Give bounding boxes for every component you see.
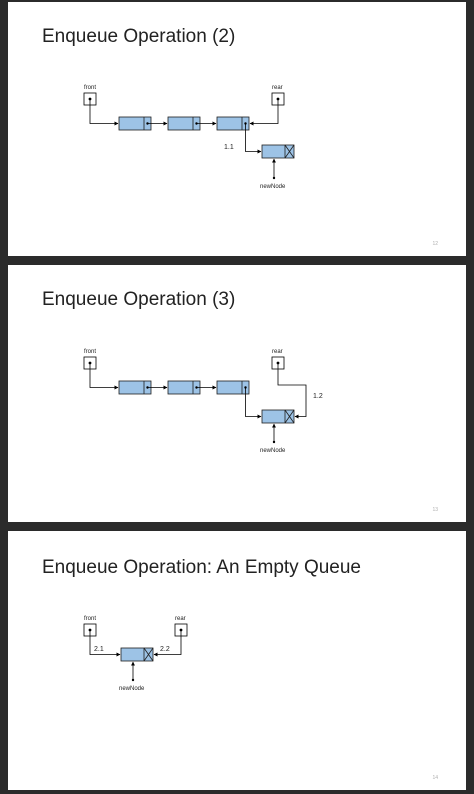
queue-node-2 [167,380,201,395]
new-node [120,647,154,662]
step-label: 1.1 [224,144,234,151]
queue-node-3 [216,380,250,395]
front-arrow [89,363,119,390]
linked-queue-diagram: front rear 1.2 newNode [83,349,323,454]
slide-title: Enqueue Operation (2) [42,26,236,47]
front-arrow [89,630,121,657]
empty-queue-diagram: front rear 2.1 2.2 newNode [83,616,188,692]
new-node-label: newNode [260,448,286,454]
queue-node-1 [118,380,152,395]
linked-queue-diagram: front rear 1.1 newNode [83,85,295,190]
rear-arrow [249,99,279,126]
front-label: front [84,349,96,355]
queue-node-3 [216,116,250,131]
step-arrow [277,363,307,419]
slide-number: 12 [432,241,438,247]
link-arrow [245,387,262,419]
slide-enqueue-empty[interactable]: Enqueue Operation: An Empty Queue front … [8,531,466,790]
queue-node-1 [118,116,152,131]
rear-label: rear [272,349,283,355]
front-arrow [89,99,119,126]
slide-enqueue-2[interactable]: Enqueue Operation (2) front rear 1.1 new… [8,2,466,256]
step-front-label: 2.1 [94,646,104,653]
slide-number: 13 [432,507,438,513]
front-label: front [84,85,96,91]
slide-title: Enqueue Operation (3) [42,289,236,310]
rear-arrow [153,630,182,657]
rear-label: rear [272,85,283,91]
new-node-label: newNode [260,184,286,190]
slide-title: Enqueue Operation: An Empty Queue [42,557,361,578]
step-label: 1.2 [313,393,323,400]
new-node [261,144,295,159]
front-label: front [84,616,96,622]
new-node-label: newNode [119,686,145,692]
step-arrow [245,123,262,154]
rear-label: rear [175,616,186,622]
queue-node-2 [167,116,201,131]
new-node [261,409,295,424]
slide-number: 14 [432,775,438,781]
slide-enqueue-3[interactable]: Enqueue Operation (3) front rear 1.2 new… [8,265,466,522]
step-rear-label: 2.2 [160,646,170,653]
